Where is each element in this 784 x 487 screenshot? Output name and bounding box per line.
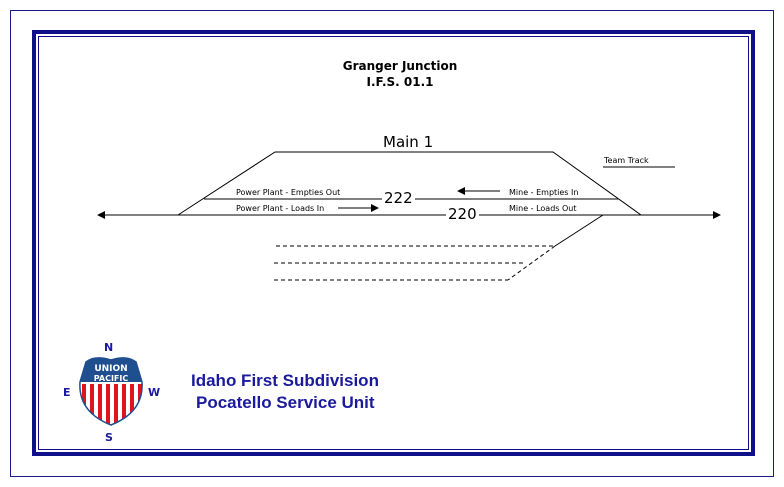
inner-frame-line bbox=[38, 36, 749, 450]
track-220-label: 220 bbox=[446, 205, 479, 223]
page-subtitle: I.F.S. 01.1 bbox=[366, 75, 434, 89]
yard-lead bbox=[554, 214, 604, 247]
mine-empties-in-label: Mine - Empties In bbox=[509, 188, 579, 197]
team-track-label: Team Track bbox=[604, 156, 649, 165]
outer-frame bbox=[10, 10, 774, 477]
yard-lead-dashed bbox=[507, 245, 556, 281]
compass-west: W bbox=[148, 386, 161, 399]
main-1-label: Main 1 bbox=[383, 133, 434, 151]
main-1-track bbox=[177, 151, 642, 216]
pp-loads-in-label: Power Plant - Loads In bbox=[236, 204, 325, 213]
inner-frame bbox=[32, 30, 755, 456]
compass-east: E bbox=[63, 386, 71, 399]
subdivision-name: Idaho First Subdivision bbox=[191, 371, 379, 390]
mine-loads-out-label: Mine - Loads Out bbox=[509, 204, 577, 213]
page-title: Granger Junction bbox=[342, 59, 458, 73]
service-unit-name: Pocatello Service Unit bbox=[196, 393, 375, 412]
compass-north: N bbox=[104, 341, 114, 354]
track-222-label: 222 bbox=[382, 189, 415, 207]
compass-south: S bbox=[105, 431, 113, 444]
pp-empties-out-label: Power Plant - Empties Out bbox=[236, 188, 341, 197]
